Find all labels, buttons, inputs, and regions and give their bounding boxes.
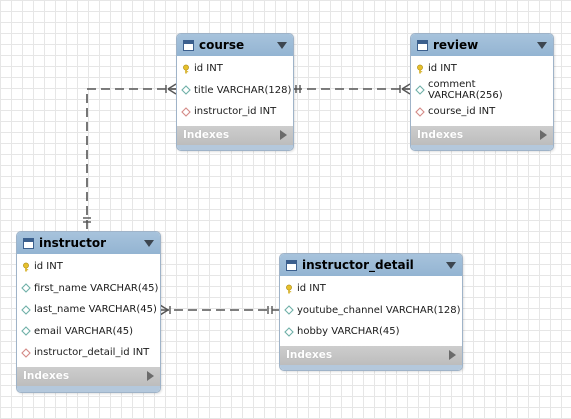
dropdown-arrow-icon[interactable] [446, 261, 456, 269]
column-label: id INT [297, 283, 326, 295]
column-row[interactable]: title VARCHAR(128) [177, 80, 293, 102]
column-row[interactable]: comment VARCHAR(256) [411, 79, 553, 102]
indexes-label: Indexes [183, 129, 230, 141]
column-row[interactable]: last_name VARCHAR(45) [17, 299, 160, 321]
column-row[interactable]: id INT [411, 58, 553, 80]
cardinality-many-review-left [399, 83, 411, 95]
table-header-instructor-detail[interactable]: instructor_detail [280, 254, 462, 276]
table-title: review [433, 38, 479, 52]
foreign-key-diamond-icon [181, 106, 191, 117]
indexes-section[interactable]: Indexes [17, 366, 160, 386]
column-list: id INT title VARCHAR(128) instructor_id … [177, 56, 293, 126]
column-row[interactable]: id INT [280, 278, 462, 300]
primary-key-icon [417, 64, 423, 74]
column-list: id INT comment VARCHAR(256) course_id IN… [411, 56, 553, 126]
dropdown-arrow-icon[interactable] [537, 41, 547, 49]
column-label: course_id INT [428, 106, 496, 118]
foreign-key-diamond-icon [415, 106, 425, 117]
cardinality-one-course-right [295, 85, 301, 93]
indexes-section[interactable]: Indexes [411, 125, 553, 145]
foreign-key-diamond-icon [21, 347, 31, 358]
indexes-section[interactable]: Indexes [177, 125, 293, 145]
column-label: last_name VARCHAR(45) [34, 304, 157, 316]
cardinality-many-course-left [165, 83, 177, 95]
table-icon [286, 259, 297, 271]
dropdown-arrow-icon[interactable] [277, 41, 287, 49]
column-label: id INT [194, 63, 223, 75]
table-header-review[interactable]: review [411, 34, 553, 56]
table-icon [417, 39, 428, 51]
column-label: youtube_channel VARCHAR(128) [297, 304, 461, 316]
column-diamond-icon [284, 305, 294, 316]
table-footer [280, 364, 462, 370]
table-instructor[interactable]: instructor id INT first_name VARCHAR(45)… [16, 231, 161, 393]
column-row[interactable]: first_name VARCHAR(45) [17, 278, 160, 300]
expand-arrow-icon[interactable] [147, 371, 154, 381]
primary-key-icon [286, 284, 292, 294]
column-diamond-icon [21, 304, 31, 315]
column-row[interactable]: id INT [17, 256, 160, 278]
table-footer [411, 144, 553, 150]
expand-arrow-icon[interactable] [540, 130, 547, 140]
dropdown-arrow-icon[interactable] [144, 239, 154, 247]
expand-arrow-icon[interactable] [280, 130, 287, 140]
column-diamond-icon [284, 326, 294, 337]
column-diamond-icon [21, 326, 31, 337]
column-diamond-icon [415, 85, 425, 96]
column-label: id INT [34, 261, 63, 273]
column-label: instructor_id INT [194, 106, 277, 118]
indexes-label: Indexes [286, 349, 333, 361]
table-footer [177, 144, 293, 150]
column-row[interactable]: email VARCHAR(45) [17, 321, 160, 343]
column-row[interactable]: course_id INT [411, 101, 553, 123]
table-title: instructor_detail [302, 258, 414, 272]
column-row[interactable]: instructor_id INT [177, 101, 293, 123]
cardinality-one-instructor-detail-left [267, 306, 273, 314]
column-label: id INT [428, 63, 457, 75]
table-header-course[interactable]: course [177, 34, 293, 56]
table-footer [17, 385, 160, 392]
table-title: instructor [39, 236, 107, 250]
column-label: instructor_detail_id INT [34, 347, 150, 359]
column-label: email VARCHAR(45) [34, 325, 134, 337]
indexes-label: Indexes [417, 129, 464, 141]
table-instructor-detail[interactable]: instructor_detail id INT youtube_channel… [279, 253, 463, 371]
relationship-line-instructor-course [86, 88, 176, 229]
indexes-label: Indexes [23, 370, 70, 382]
table-icon [183, 39, 194, 51]
column-diamond-icon [21, 283, 31, 294]
column-label: hobby VARCHAR(45) [297, 326, 400, 338]
cardinality-one-instructor-top [83, 217, 91, 223]
table-course[interactable]: course id INT title VARCHAR(128) instruc… [176, 33, 294, 151]
cardinality-many-instructor-right [159, 304, 171, 316]
column-list: id INT first_name VARCHAR(45) last_name … [17, 254, 160, 367]
column-row[interactable]: instructor_detail_id INT [17, 342, 160, 364]
column-row[interactable]: id INT [177, 58, 293, 80]
table-review[interactable]: review id INT comment VARCHAR(256) cours… [410, 33, 554, 151]
primary-key-icon [23, 262, 29, 272]
column-row[interactable]: hobby VARCHAR(45) [280, 321, 462, 343]
column-label: first_name VARCHAR(45) [34, 282, 159, 294]
primary-key-icon [183, 64, 189, 74]
expand-arrow-icon[interactable] [449, 350, 456, 360]
column-label: comment VARCHAR(256) [428, 79, 503, 102]
column-label: title VARCHAR(128) [194, 84, 292, 96]
column-list: id INT youtube_channel VARCHAR(128) hobb… [280, 276, 462, 346]
table-icon [23, 237, 34, 249]
indexes-section[interactable]: Indexes [280, 345, 462, 365]
column-row[interactable]: youtube_channel VARCHAR(128) [280, 300, 462, 322]
column-diamond-icon [181, 85, 191, 96]
table-header-instructor[interactable]: instructor [17, 232, 160, 254]
table-title: course [199, 38, 245, 52]
